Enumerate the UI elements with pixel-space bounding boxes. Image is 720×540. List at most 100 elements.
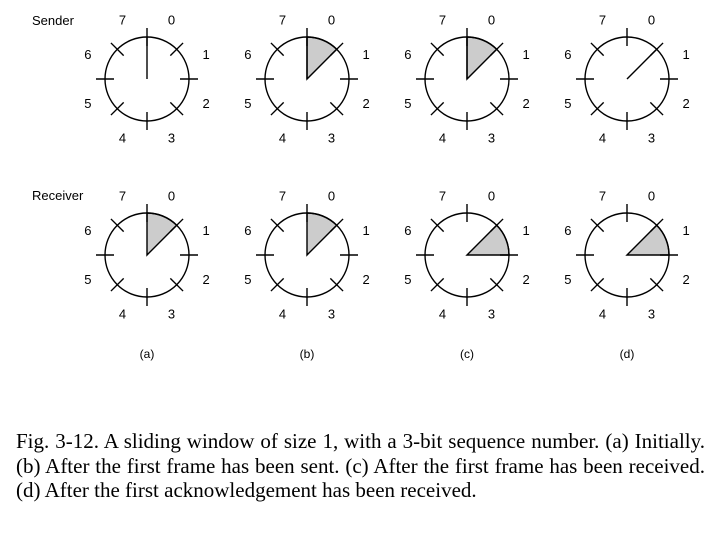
sequence-number-label: 4	[439, 307, 446, 322]
sequence-number-label: 7	[599, 188, 606, 203]
sequence-number-label: 4	[279, 131, 286, 146]
sequence-number-label: 0	[648, 12, 655, 27]
tick-mark	[649, 277, 664, 292]
sequence-number-label: 7	[119, 188, 126, 203]
sequence-number-label: 5	[84, 272, 91, 287]
tick-mark	[590, 101, 605, 116]
sequence-number-label: 6	[244, 47, 251, 62]
tick-mark	[169, 277, 184, 292]
tick-mark	[270, 218, 285, 233]
window-sector	[466, 36, 498, 81]
sequence-number-label: 5	[564, 96, 571, 111]
tick-mark	[590, 277, 605, 292]
sequence-number-label: 3	[648, 307, 655, 322]
sequence-number-label: 7	[599, 12, 606, 27]
tick-mark	[430, 101, 445, 116]
sequence-number-label: 7	[119, 12, 126, 27]
sequence-number-label: 7	[439, 12, 446, 27]
panel-labels: (a) (b) (c) (d)	[140, 347, 635, 361]
sequence-number-label: 5	[244, 272, 251, 287]
sequence-number-label: 1	[523, 47, 530, 62]
sequence-number-label: 7	[279, 188, 286, 203]
receiver-row-label: Receiver	[32, 188, 84, 203]
sequence-number-label: 3	[168, 131, 175, 146]
tick-mark	[270, 277, 285, 292]
sequence-number-label: 5	[404, 96, 411, 111]
sequence-number-label: 0	[168, 188, 175, 203]
sequence-number-label: 0	[488, 12, 495, 27]
sequence-number-label: 0	[648, 188, 655, 203]
sequence-number-label: 6	[564, 223, 571, 238]
sequence-number-label: 6	[404, 223, 411, 238]
tick-mark	[489, 101, 504, 116]
tick-mark	[110, 101, 125, 116]
window-sector	[306, 36, 338, 81]
sequence-number-label: 4	[599, 131, 606, 146]
sequence-number-label: 2	[523, 272, 530, 287]
sequence-number-label: 4	[279, 307, 286, 322]
sequence-number-label: 1	[683, 47, 690, 62]
sequence-number-label: 1	[363, 223, 370, 238]
tick-mark	[110, 42, 125, 57]
sequence-number-label: 2	[683, 96, 690, 111]
tick-mark	[270, 101, 285, 116]
sequence-number-label: 0	[168, 12, 175, 27]
sequence-number-label: 6	[84, 223, 91, 238]
sequence-number-label: 3	[328, 131, 335, 146]
sequence-number-label: 2	[363, 96, 370, 111]
sequence-number-label: 3	[488, 307, 495, 322]
sequence-number-label: 6	[84, 47, 91, 62]
tick-mark	[110, 277, 125, 292]
tick-mark	[649, 101, 664, 116]
sequence-number-label: 6	[564, 47, 571, 62]
sender-wheel-b: 0 1 2 3 4 5 6 7	[244, 12, 369, 145]
panel-label-c: (c)	[460, 347, 474, 361]
tick-mark	[270, 42, 285, 57]
panel-label-b: (b)	[300, 347, 315, 361]
tick-mark	[489, 277, 504, 292]
sender-wheel-d: 0 1 2 3 4 5 6 7	[564, 12, 689, 145]
tick-mark	[329, 218, 344, 233]
tick-mark	[169, 101, 184, 116]
window-sector	[146, 212, 178, 257]
sequence-number-label: 0	[488, 188, 495, 203]
panel-label-a: (a)	[140, 347, 155, 361]
tick-mark	[430, 277, 445, 292]
tick-mark	[430, 42, 445, 57]
panel-label-d: (d)	[620, 347, 635, 361]
sequence-number-label: 4	[439, 131, 446, 146]
sequence-number-label: 0	[328, 12, 335, 27]
sequence-number-label: 1	[203, 47, 210, 62]
sequence-number-label: 6	[404, 47, 411, 62]
sequence-number-label: 5	[244, 96, 251, 111]
tick-mark	[489, 218, 504, 233]
sequence-number-label: 4	[119, 307, 126, 322]
sequence-number-label: 3	[648, 131, 655, 146]
window-sector	[465, 224, 510, 256]
sequence-number-label: 2	[203, 272, 210, 287]
sequence-number-label: 1	[363, 47, 370, 62]
sender-row-label: Sender	[32, 13, 75, 28]
figure-caption: Fig. 3-12. A sliding window of size 1, w…	[16, 429, 705, 502]
tick-mark	[489, 42, 504, 57]
sequence-number-label: 2	[203, 96, 210, 111]
tick-mark	[329, 277, 344, 292]
window-pointer	[626, 48, 658, 80]
sequence-number-label: 7	[279, 12, 286, 27]
sequence-number-label: 2	[683, 272, 690, 287]
sequence-wheels: 0 1 2 3 4 5 6 7 0 1 2 3 4 5 6 7 0 1 2 3 4 5 6 7 0 1 2 3 4 5 6 7 0 1 2 3 4 5 6 7…	[84, 12, 689, 321]
tick-mark	[169, 218, 184, 233]
sequence-number-label: 6	[244, 223, 251, 238]
sequence-number-label: 5	[564, 272, 571, 287]
tick-mark	[110, 218, 125, 233]
sequence-number-label: 0	[328, 188, 335, 203]
tick-mark	[329, 42, 344, 57]
sequence-number-label: 1	[683, 223, 690, 238]
sliding-window-diagram: Sender Receiver 0 1 2 3 4 5 6 7 0 1 2 3 4 5 6 7 0 1 2 3 4 5 6 7…	[32, 12, 690, 361]
sequence-number-label: 4	[119, 131, 126, 146]
